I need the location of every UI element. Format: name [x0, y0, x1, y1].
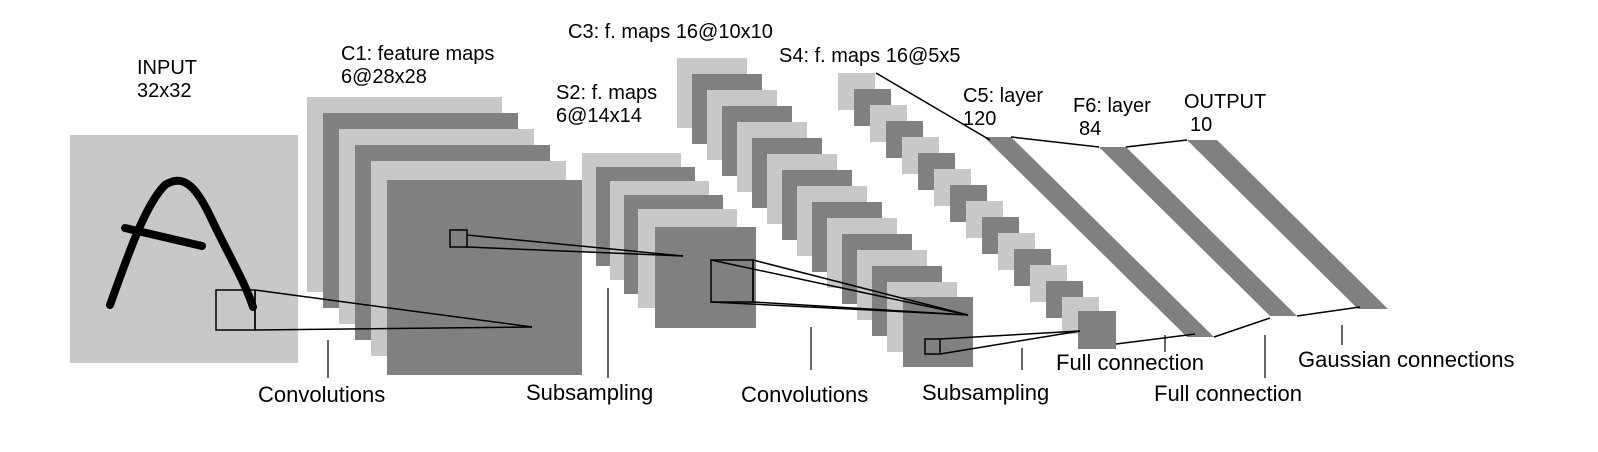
c3-feature-maps — [677, 58, 973, 367]
c1-size-label: 6@28x28 — [341, 66, 427, 88]
c1-feature-maps — [307, 97, 582, 375]
c1-receptive-field — [449, 229, 468, 248]
handwritten-letter-a-icon — [106, 176, 257, 311]
op-convolutions-2: Convolutions — [741, 382, 868, 407]
op-gaussian-connections: Gaussian connections — [1298, 347, 1514, 372]
subsample2-projection — [939, 330, 1081, 355]
subsample1-projection — [466, 234, 684, 257]
op-convolutions-1: Convolutions — [258, 382, 385, 407]
c5-size-label: 120 — [963, 108, 996, 130]
output-size-label: 10 — [1190, 114, 1212, 136]
s4-map — [1078, 311, 1116, 349]
output-layer — [1187, 140, 1388, 309]
s2-map — [655, 227, 756, 328]
conv2-projection — [710, 259, 969, 316]
s2-feature-maps — [582, 153, 756, 328]
f6-size-label: 84 — [1079, 118, 1101, 140]
f6-label: F6: layer — [1073, 95, 1151, 117]
input-layer — [70, 135, 298, 363]
conv1-projection — [254, 289, 533, 331]
input-image — [70, 135, 298, 363]
op-full-connection-1: Full connection — [1056, 350, 1204, 375]
op-subsampling-1: Subsampling — [526, 380, 653, 405]
full-connection-lines — [875, 72, 1361, 345]
op-full-connection-2: Full connection — [1154, 381, 1302, 406]
s4-feature-maps — [838, 73, 1116, 349]
op-subsampling-2: Subsampling — [922, 380, 1049, 405]
s4-label: S4: f. maps 16@5x5 — [779, 45, 961, 67]
input-size-label: 32x32 — [137, 80, 192, 102]
c1-map — [387, 180, 582, 375]
s2-size-label: 6@14x14 — [556, 105, 642, 127]
c3-receptive-field — [924, 338, 941, 355]
output-label: OUTPUT — [1184, 91, 1266, 113]
c5-layer — [984, 137, 1214, 337]
input-label: INPUT — [137, 57, 197, 79]
c5-label: C5: layer — [963, 85, 1043, 107]
c1-label: C1: feature maps — [341, 43, 494, 65]
c3-label: C3: f. maps 16@10x10 — [568, 21, 773, 43]
operation-ticks — [327, 288, 1343, 378]
f6-layer — [1099, 147, 1297, 316]
s2-label: S2: f. maps — [556, 82, 657, 104]
